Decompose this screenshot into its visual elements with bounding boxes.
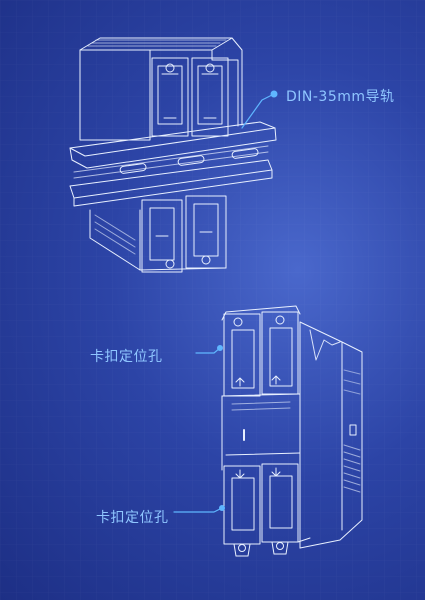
module-top-housing xyxy=(79,37,243,141)
module-front-middle xyxy=(221,393,301,471)
din-rail-lower xyxy=(69,159,273,207)
module-bottom-housing xyxy=(89,195,227,273)
din-rail-label: DIN-35mm导轨 xyxy=(286,89,395,105)
locating-hole-label-bottom: 卡扣定位孔 xyxy=(96,510,169,526)
module-front-bottom xyxy=(223,463,311,557)
din-rail-upper xyxy=(69,121,277,179)
module-side-housing xyxy=(299,321,363,549)
callout-din-rail xyxy=(241,90,278,129)
callout-locating-hole-bottom xyxy=(173,505,225,513)
module-front-top xyxy=(221,305,301,397)
callout-locating-hole-top xyxy=(195,345,223,354)
locating-hole-label-top: 卡扣定位孔 xyxy=(90,349,163,365)
